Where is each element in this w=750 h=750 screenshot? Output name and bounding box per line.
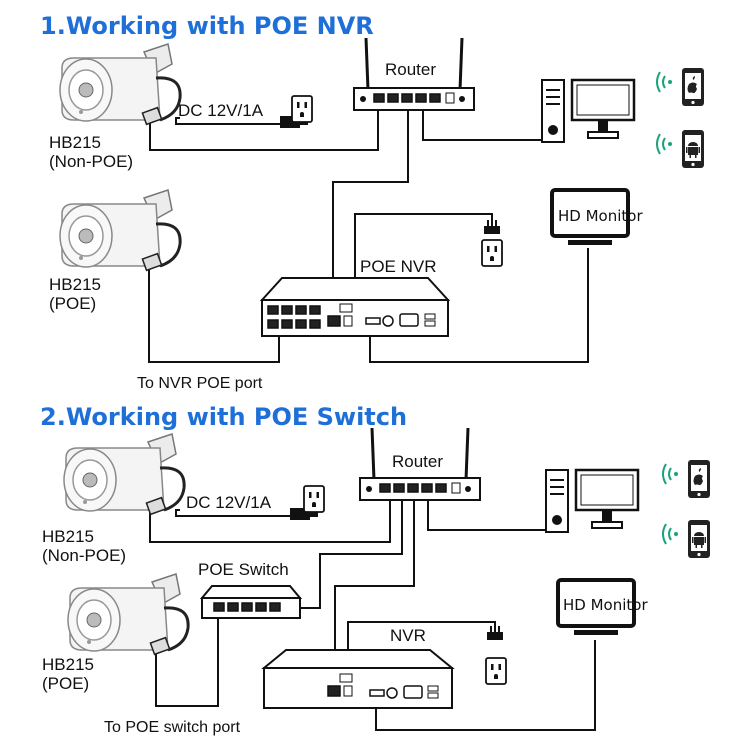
poe-switch-icon <box>199 585 303 619</box>
power-outlet-icon <box>485 657 507 685</box>
bullet-camera-icon <box>62 432 186 516</box>
nvr-label: POE NVR <box>360 257 437 276</box>
router-label-2: Router <box>392 452 443 471</box>
section2-title: 2.Working with POE Switch <box>40 403 407 431</box>
wire-cam1-dc-2 <box>175 509 290 517</box>
wire-cam1-dc <box>175 117 280 125</box>
wire-nvr-power-2 <box>347 621 496 668</box>
camera1-model: HB215 <box>49 133 101 152</box>
dc-label: DC 12V/1A <box>178 101 264 120</box>
desktop-computer-icon <box>540 78 636 144</box>
camera2-model-2: HB215 <box>42 655 94 674</box>
power-outlet-icon <box>303 485 325 513</box>
nvr-label-2: NVR <box>390 626 426 645</box>
power-outlet-icon <box>481 239 503 267</box>
monitor-label: HD Monitor <box>558 207 643 225</box>
wire-cam1-router <box>149 108 379 151</box>
wire-nvr-monitor <box>369 248 589 363</box>
apple-phone-icon <box>682 68 704 106</box>
wire-router-nvr <box>332 108 409 316</box>
wire-router-switch <box>300 500 403 609</box>
camera2-type: (POE) <box>49 294 96 313</box>
wifi-signal-icon <box>662 523 679 545</box>
nvr-icon <box>259 277 451 337</box>
android-phone-icon <box>682 130 704 168</box>
power-outlet-icon <box>291 95 313 123</box>
wire-cam2-nvr <box>148 250 280 363</box>
wifi-signal-icon <box>656 71 673 93</box>
camera1-type: (Non-POE) <box>49 152 133 171</box>
section1-title: 1.Working with POE NVR <box>40 12 374 40</box>
wifi-signal-icon <box>656 133 673 155</box>
android-phone-icon <box>688 520 710 558</box>
nvr-icon <box>261 649 455 709</box>
desktop-computer-icon <box>544 468 640 534</box>
camera1-model-2: HB215 <box>42 527 94 546</box>
wire-cam1-router-2 <box>149 500 391 543</box>
monitor-label-2: HD Monitor <box>563 596 648 614</box>
wire-router-nvr-2 <box>334 500 415 688</box>
power-plug-icon <box>484 220 500 234</box>
camera2-model: HB215 <box>49 275 101 294</box>
camera1-type-2: (Non-POE) <box>42 546 126 565</box>
switch-port-caption: To POE switch port <box>104 719 241 736</box>
wire-router-pc <box>422 108 542 141</box>
bullet-camera-icon <box>66 572 190 656</box>
power-plug-icon <box>487 626 503 640</box>
nvr-port-caption: To NVR POE port <box>137 375 263 392</box>
wifi-signal-icon <box>662 463 679 485</box>
wire-nvr-power <box>354 213 493 292</box>
router-label: Router <box>385 60 436 79</box>
wire-nvr-monitor-2 <box>375 640 596 731</box>
switch-label: POE Switch <box>198 560 289 579</box>
dc-label-2: DC 12V/1A <box>186 493 272 512</box>
wire-cam2-switch <box>155 618 219 707</box>
apple-phone-icon <box>688 460 710 498</box>
bullet-camera-icon <box>58 42 182 126</box>
camera2-type-2: (POE) <box>42 674 89 693</box>
bullet-camera-icon <box>58 188 182 272</box>
wire-router-pc-2 <box>427 500 546 531</box>
